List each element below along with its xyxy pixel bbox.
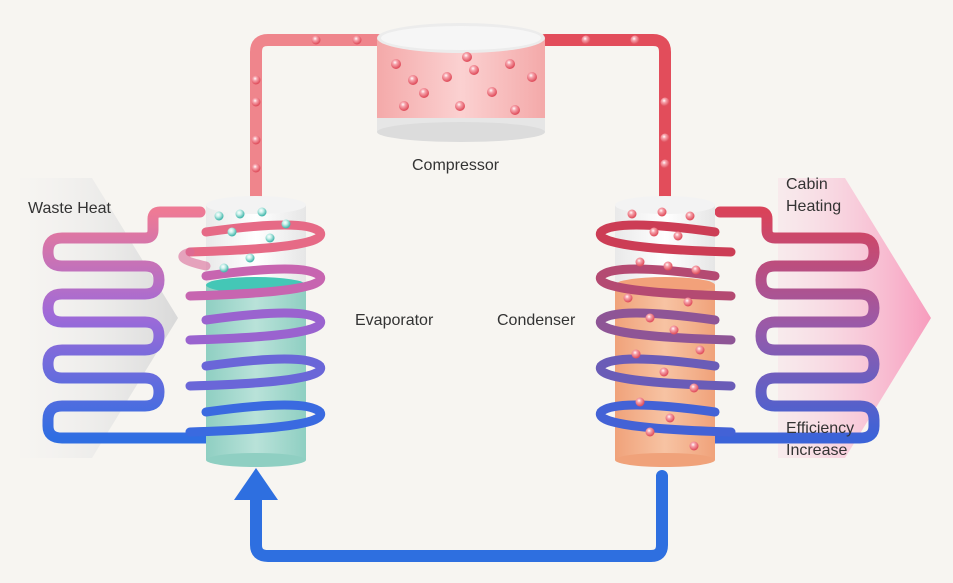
compressor-label: Compressor — [412, 157, 500, 174]
evaporator-coil — [178, 220, 326, 437]
cabin-heating-exchanger-coil — [674, 206, 880, 444]
cabin-heating-line2: Heating — [786, 198, 842, 215]
efficiency-line2: Increase — [786, 442, 848, 459]
condenser-bubbles — [623, 207, 705, 451]
compressor-bubbles — [391, 52, 537, 115]
efficiency-line1: Efficiency — [786, 420, 855, 437]
evaporator-bubbles — [214, 207, 291, 273]
cabin-heating-line1: Cabin — [786, 176, 828, 193]
compressor-to-condenser-pipe — [539, 34, 671, 206]
compressor-tank — [377, 23, 545, 142]
waste-heat-label: Waste Heat — [28, 200, 111, 217]
return-arrow-head — [234, 468, 278, 500]
condenser-label: Condenser — [497, 312, 576, 329]
condenser-coil — [595, 220, 736, 437]
evaporator-to-compressor-pipe — [250, 34, 384, 206]
waste-heat-exchanger-coil — [42, 206, 246, 444]
efficiency-increase-label: Efficiency Increase — [786, 418, 854, 462]
evaporator-label: Evaporator — [355, 312, 434, 329]
pipe-bubbles — [251, 35, 670, 173]
cabin-heating-label: Cabin Heating — [786, 174, 841, 218]
return-pipe — [250, 470, 668, 562]
